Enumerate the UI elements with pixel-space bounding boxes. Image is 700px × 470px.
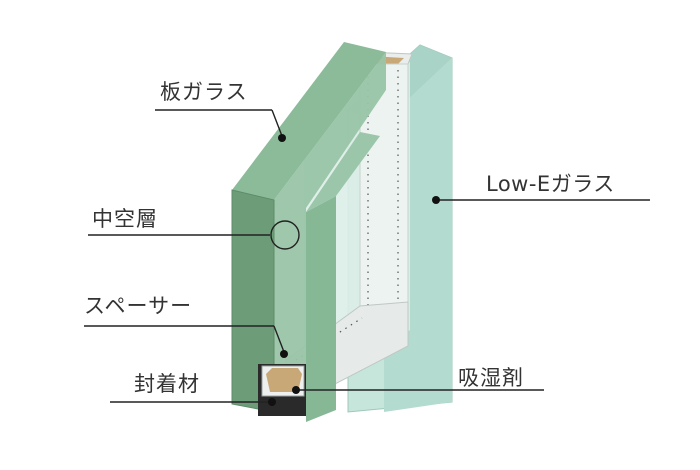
leader-sheet-glass-diag [271, 109, 283, 137]
label-sheet-glass: 板ガラス [160, 80, 248, 104]
label-air-layer: 中空層 [92, 207, 158, 231]
label-sealant: 封着材 [134, 372, 200, 396]
sheet-glass-face [274, 52, 386, 412]
marker-desiccant [292, 386, 300, 394]
marker-spacer [280, 350, 288, 358]
desiccant-cross-section [266, 368, 302, 392]
marker-air-layer [270, 220, 300, 250]
leader-spacer-diag [273, 325, 285, 353]
marker-sealant [268, 398, 276, 406]
marker-sheet-glass [278, 134, 286, 142]
inner-pane-edge [306, 196, 336, 422]
label-spacer: スペーサー [84, 294, 193, 318]
marker-lowe [432, 196, 440, 204]
sheet-glass-top-edge [232, 42, 386, 200]
inner-pane-top [306, 132, 380, 212]
label-lowe-glass: Low-Eガラス [486, 172, 615, 196]
label-desiccant: 吸湿剤 [458, 366, 524, 390]
